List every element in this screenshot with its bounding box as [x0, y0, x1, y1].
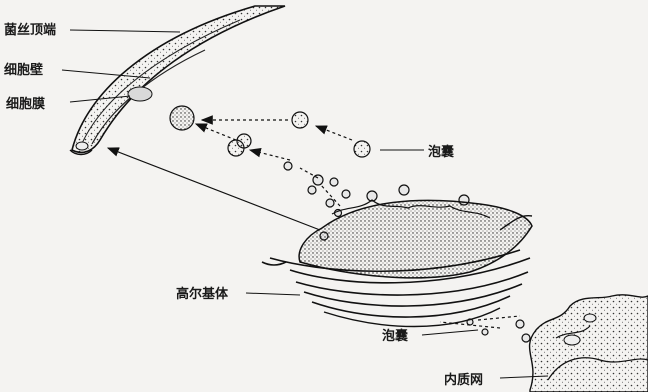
label-vesicle-lower: 泡囊 [382, 328, 409, 344]
label-endoplasmic-reticulum: 内质网 [444, 372, 483, 388]
endoplasmic-reticulum [530, 295, 648, 392]
label-golgi: 高尔基体 [176, 286, 229, 302]
hyphal-wall [70, 6, 285, 155]
label-cell-wall: 细胞壁 [4, 62, 43, 78]
label-hyphal-tip: 菌丝顶端 [4, 22, 56, 38]
golgi-apparatus [262, 200, 532, 327]
label-vesicle-upper: 泡囊 [428, 144, 455, 160]
label-cell-membrane: 细胞膜 [6, 96, 45, 112]
